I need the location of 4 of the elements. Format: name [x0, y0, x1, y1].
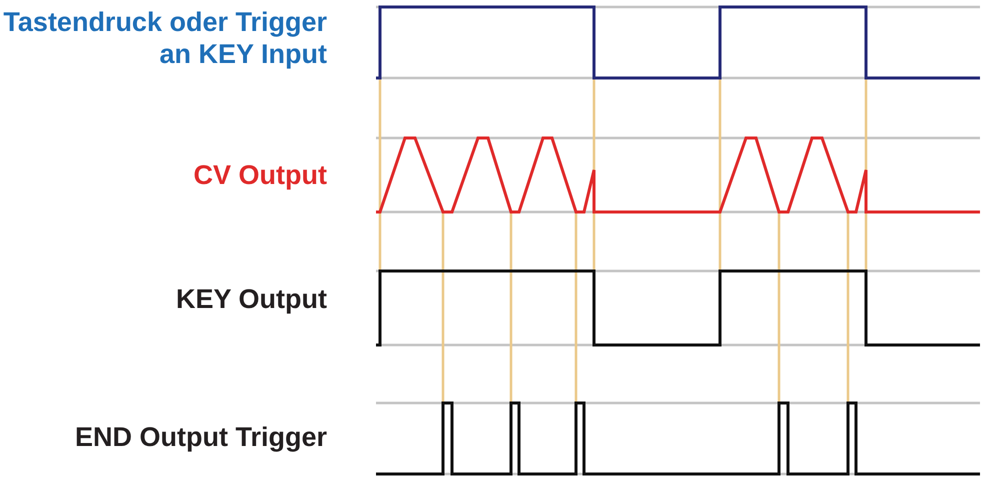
signal-label: Tastendruck oder Trigger an KEY Input	[2, 6, 327, 70]
signal-label: END Output Trigger	[75, 421, 327, 453]
signal-label: KEY Output	[176, 283, 327, 315]
signal-label: CV Output	[194, 159, 327, 191]
